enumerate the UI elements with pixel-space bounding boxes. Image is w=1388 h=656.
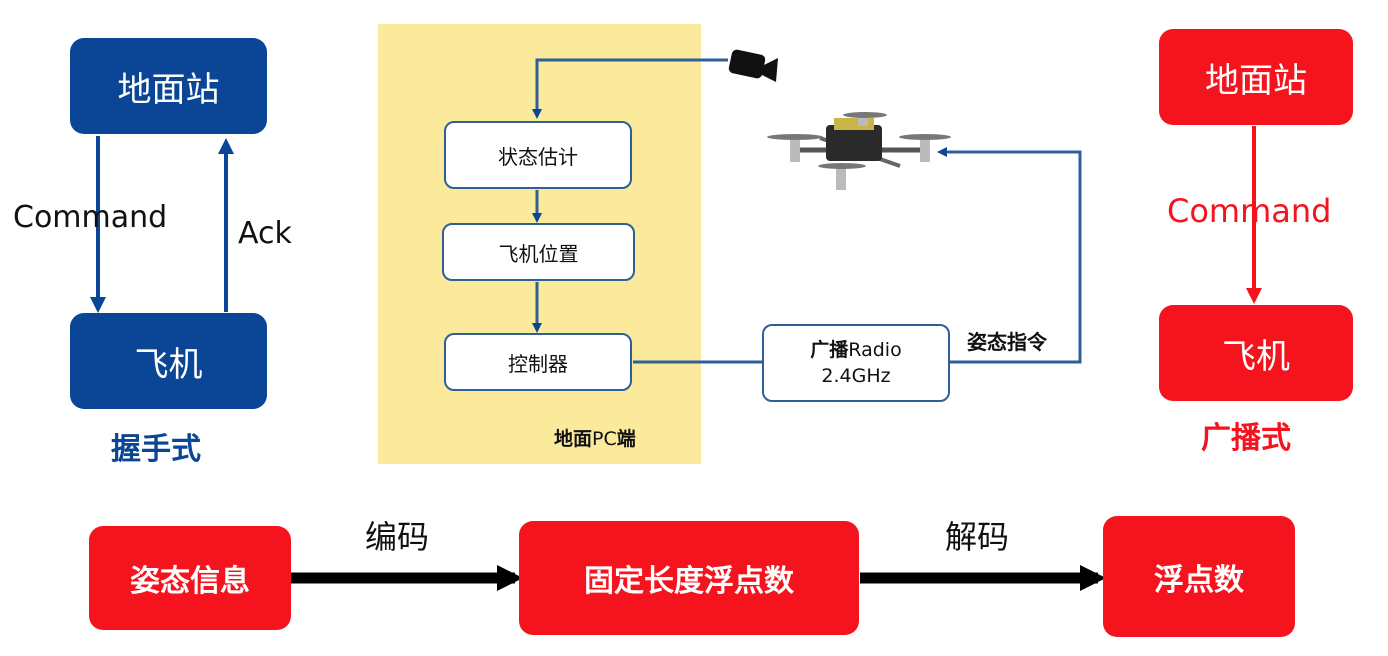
controller-label: 控制器	[508, 351, 568, 376]
fixed-length-float-box: 固定长度浮点数	[519, 521, 859, 635]
radio-broadcast-label: 广播	[810, 339, 849, 361]
handshake-ack-label: Ack	[238, 216, 292, 251]
attitude-info-label: 姿态信息	[130, 564, 250, 599]
broadcast-plane-label: 飞机	[1222, 336, 1290, 377]
handshake-caption: 握手式	[111, 432, 201, 467]
plane-position-label: 飞机位置	[498, 241, 579, 266]
attitude-info-box: 姿态信息	[89, 526, 291, 630]
encode-label: 编码	[365, 518, 430, 556]
broadcast-station-label: 地面站	[1205, 60, 1307, 101]
radio-box: 广播Radio 2.4GHz	[762, 324, 950, 402]
state-estimation-label: 状态估计	[498, 144, 578, 169]
radio-line1: 广播Radio	[810, 337, 901, 363]
ground-pc-caption-pc: PC	[592, 428, 617, 450]
handshake-command-label: Command	[13, 200, 168, 235]
controller-box: 控制器	[444, 333, 632, 391]
ground-pc-caption: 地面PC端	[554, 424, 636, 451]
broadcast-caption: 广播式	[1201, 421, 1291, 456]
fixed-length-float-label: 固定长度浮点数	[584, 564, 794, 599]
float-box: 浮点数	[1103, 516, 1295, 637]
state-estimation-box: 状态估计	[444, 121, 632, 189]
decode-label: 解码	[945, 518, 1010, 556]
attitude-command-label: 姿态指令	[967, 330, 1047, 354]
handshake-station-label: 地面站	[117, 69, 220, 110]
radio-frequency-label: 2.4GHz	[821, 365, 891, 387]
broadcast-command-label: Command	[1167, 192, 1332, 230]
handshake-plane-box: 飞机	[70, 313, 267, 409]
radio-name-label: Radio	[848, 339, 902, 361]
broadcast-station-box: 地面站	[1159, 29, 1353, 125]
broadcast-plane-box: 飞机	[1159, 305, 1353, 401]
plane-position-box: 飞机位置	[442, 223, 635, 281]
radio-to-drone-arrow	[937, 147, 1082, 364]
drone-image	[767, 112, 951, 190]
handshake-station-box: 地面站	[70, 38, 267, 134]
camera-icon	[728, 49, 778, 82]
ground-pc-caption-part2: 端	[616, 428, 636, 450]
ground-pc-caption-part1: 地面	[554, 428, 593, 450]
camera-feed-line	[532, 58, 728, 119]
handshake-plane-label: 飞机	[134, 344, 203, 385]
float-label: 浮点数	[1154, 562, 1244, 598]
